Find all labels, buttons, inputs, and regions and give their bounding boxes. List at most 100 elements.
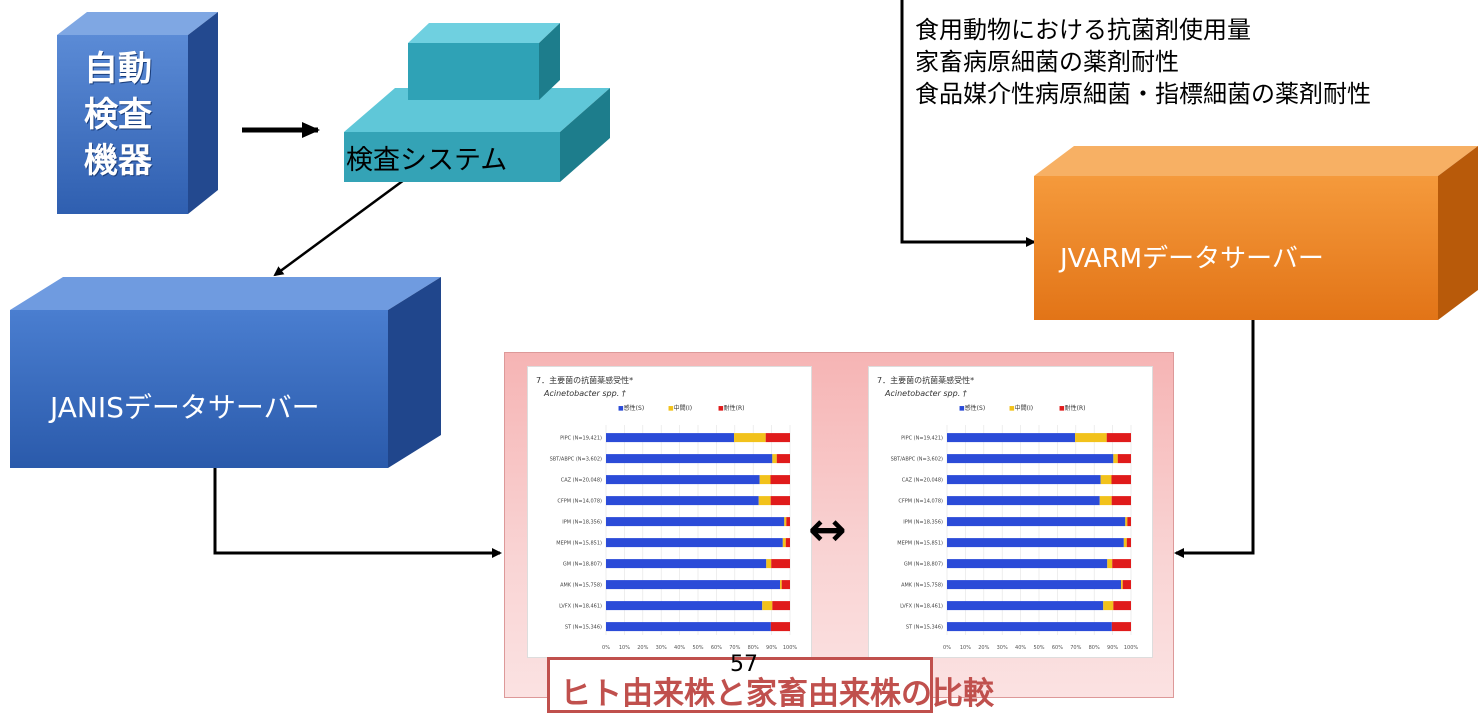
- bar-segment: [606, 580, 781, 590]
- bar-segment: [947, 559, 1108, 569]
- bar-segment: [772, 601, 790, 611]
- x-tick-label: 90%: [1107, 645, 1118, 651]
- bar-segment: [782, 538, 786, 548]
- x-tick-label: 20%: [637, 645, 648, 651]
- jvarm-input-list: 食用動物における抗菌剤使用量家畜病原細菌の薬剤耐性食品媒介性病原細菌・指標細菌の…: [915, 14, 1371, 110]
- legend-s: ■感性(S): [959, 405, 986, 412]
- x-tick-label: 60%: [1052, 645, 1063, 651]
- bar-segment: [947, 454, 1114, 464]
- arrow-inputs-to-jvarm: [900, 0, 1036, 247]
- jvarm-input-item: 家畜病原細菌の薬剤耐性: [915, 48, 1179, 76]
- bar-segment: [1112, 559, 1131, 569]
- bar-segment: [606, 559, 767, 569]
- category-label: MEPM (N=15,851): [897, 541, 943, 547]
- legend-i: ■中間(I): [668, 405, 693, 412]
- bar-segment: [947, 433, 1076, 443]
- chart-organism: Acinetobacter spp. †: [544, 389, 626, 398]
- jvarm-server-label: JVARMデータサーバー: [1060, 244, 1324, 274]
- bar-segment: [947, 517, 1126, 527]
- bar-segment: [1111, 496, 1131, 506]
- bar-segment: [1123, 538, 1127, 548]
- caption-text: ヒト由来株と家畜由来株の比較: [560, 676, 994, 712]
- bar-segment: [759, 475, 771, 485]
- category-label: AMK (N=15,758): [901, 583, 943, 589]
- bar-segment: [776, 454, 790, 464]
- x-tick-label: 40%: [674, 645, 685, 651]
- bar-segment: [606, 622, 771, 632]
- bar-segment: [784, 517, 787, 527]
- bar-segment: [770, 622, 790, 632]
- category-label: GM (N=18,807): [904, 562, 943, 568]
- bar-segment: [606, 517, 785, 527]
- category-label: GM (N=18,807): [563, 562, 602, 568]
- bar-segment: [606, 475, 760, 485]
- x-tick-label: 50%: [692, 645, 703, 651]
- category-label: CAZ (N=20,048): [561, 478, 602, 484]
- x-tick-label: 20%: [978, 645, 989, 651]
- category-label: LVFX (N=18,461): [559, 604, 602, 610]
- chart-organism: Acinetobacter spp. †: [885, 389, 967, 398]
- x-tick-label: 10%: [960, 645, 971, 651]
- bar-segment: [947, 580, 1122, 590]
- bar-segment: [947, 496, 1100, 506]
- bar-segment: [1126, 538, 1131, 548]
- bar-segment: [947, 475, 1101, 485]
- bar-segment: [785, 538, 790, 548]
- bar-segment: [1127, 517, 1131, 527]
- legend-r: ■耐性(R): [1059, 405, 1086, 412]
- category-label: ST (N=15,346): [906, 625, 943, 631]
- bar-segment: [771, 559, 790, 569]
- x-tick-label: 40%: [1015, 645, 1026, 651]
- x-tick-label: 0%: [602, 645, 610, 651]
- jvarm-input-item: 食品媒介性病原細菌・指標細菌の薬剤耐性: [915, 80, 1371, 108]
- x-tick-label: 80%: [748, 645, 759, 651]
- bar-segment: [1099, 496, 1112, 506]
- bar-segment: [1103, 601, 1114, 611]
- category-label: IPM (N=18,356): [903, 520, 943, 526]
- double-arrow-icon: ↔: [808, 502, 847, 556]
- arrow-jvarm-to-comparison: [1174, 320, 1255, 558]
- category-label: AMK (N=15,758): [560, 583, 602, 589]
- x-tick-label: 70%: [1070, 645, 1081, 651]
- bar-segment: [734, 433, 766, 443]
- bar-segment: [770, 496, 790, 506]
- category-label: CFPM (N=14,078): [898, 499, 943, 505]
- chart-card-human: 7．主要菌の抗菌薬感受性* Acinetobacter spp. † ■感性(S…: [527, 366, 812, 658]
- comparison-caption: ヒト由来株と家畜由来株の比較: [547, 657, 994, 713]
- chart-title: 7．主要菌の抗菌薬感受性*: [536, 376, 634, 385]
- legend-r: ■耐性(R): [718, 405, 745, 412]
- x-tick-label: 10%: [619, 645, 630, 651]
- category-label: ST (N=15,346): [565, 625, 602, 631]
- x-tick-label: 60%: [711, 645, 722, 651]
- bar-segment: [606, 538, 783, 548]
- legend-s: ■感性(S): [618, 405, 645, 412]
- bar-segment: [781, 580, 790, 590]
- bar-segment: [786, 517, 790, 527]
- bar-segment: [947, 622, 1112, 632]
- arrow-janis-to-comparison: [213, 468, 502, 558]
- category-label: CAZ (N=20,048): [902, 478, 943, 484]
- x-tick-label: 0%: [943, 645, 951, 651]
- jvarm-input-item: 食用動物における抗菌剤使用量: [915, 16, 1251, 44]
- bar-segment: [758, 496, 771, 506]
- x-tick-label: 30%: [997, 645, 1008, 651]
- bar-segment: [1117, 454, 1131, 464]
- x-tick-label: 90%: [766, 645, 777, 651]
- bar-segment: [780, 580, 782, 590]
- bar-segment: [1111, 475, 1131, 485]
- bar-segment: [1106, 433, 1131, 443]
- bar-segment: [1122, 580, 1131, 590]
- category-label: SBT/ABPC (N=3,602): [891, 457, 943, 463]
- bar-segment: [766, 559, 772, 569]
- bar-segment: [947, 538, 1124, 548]
- bar-segment: [770, 475, 790, 485]
- x-tick-label: 30%: [656, 645, 667, 651]
- janis-server-label: JANISデータサーバー: [50, 391, 320, 424]
- x-tick-label: 70%: [729, 645, 740, 651]
- page-number: 57: [730, 652, 758, 677]
